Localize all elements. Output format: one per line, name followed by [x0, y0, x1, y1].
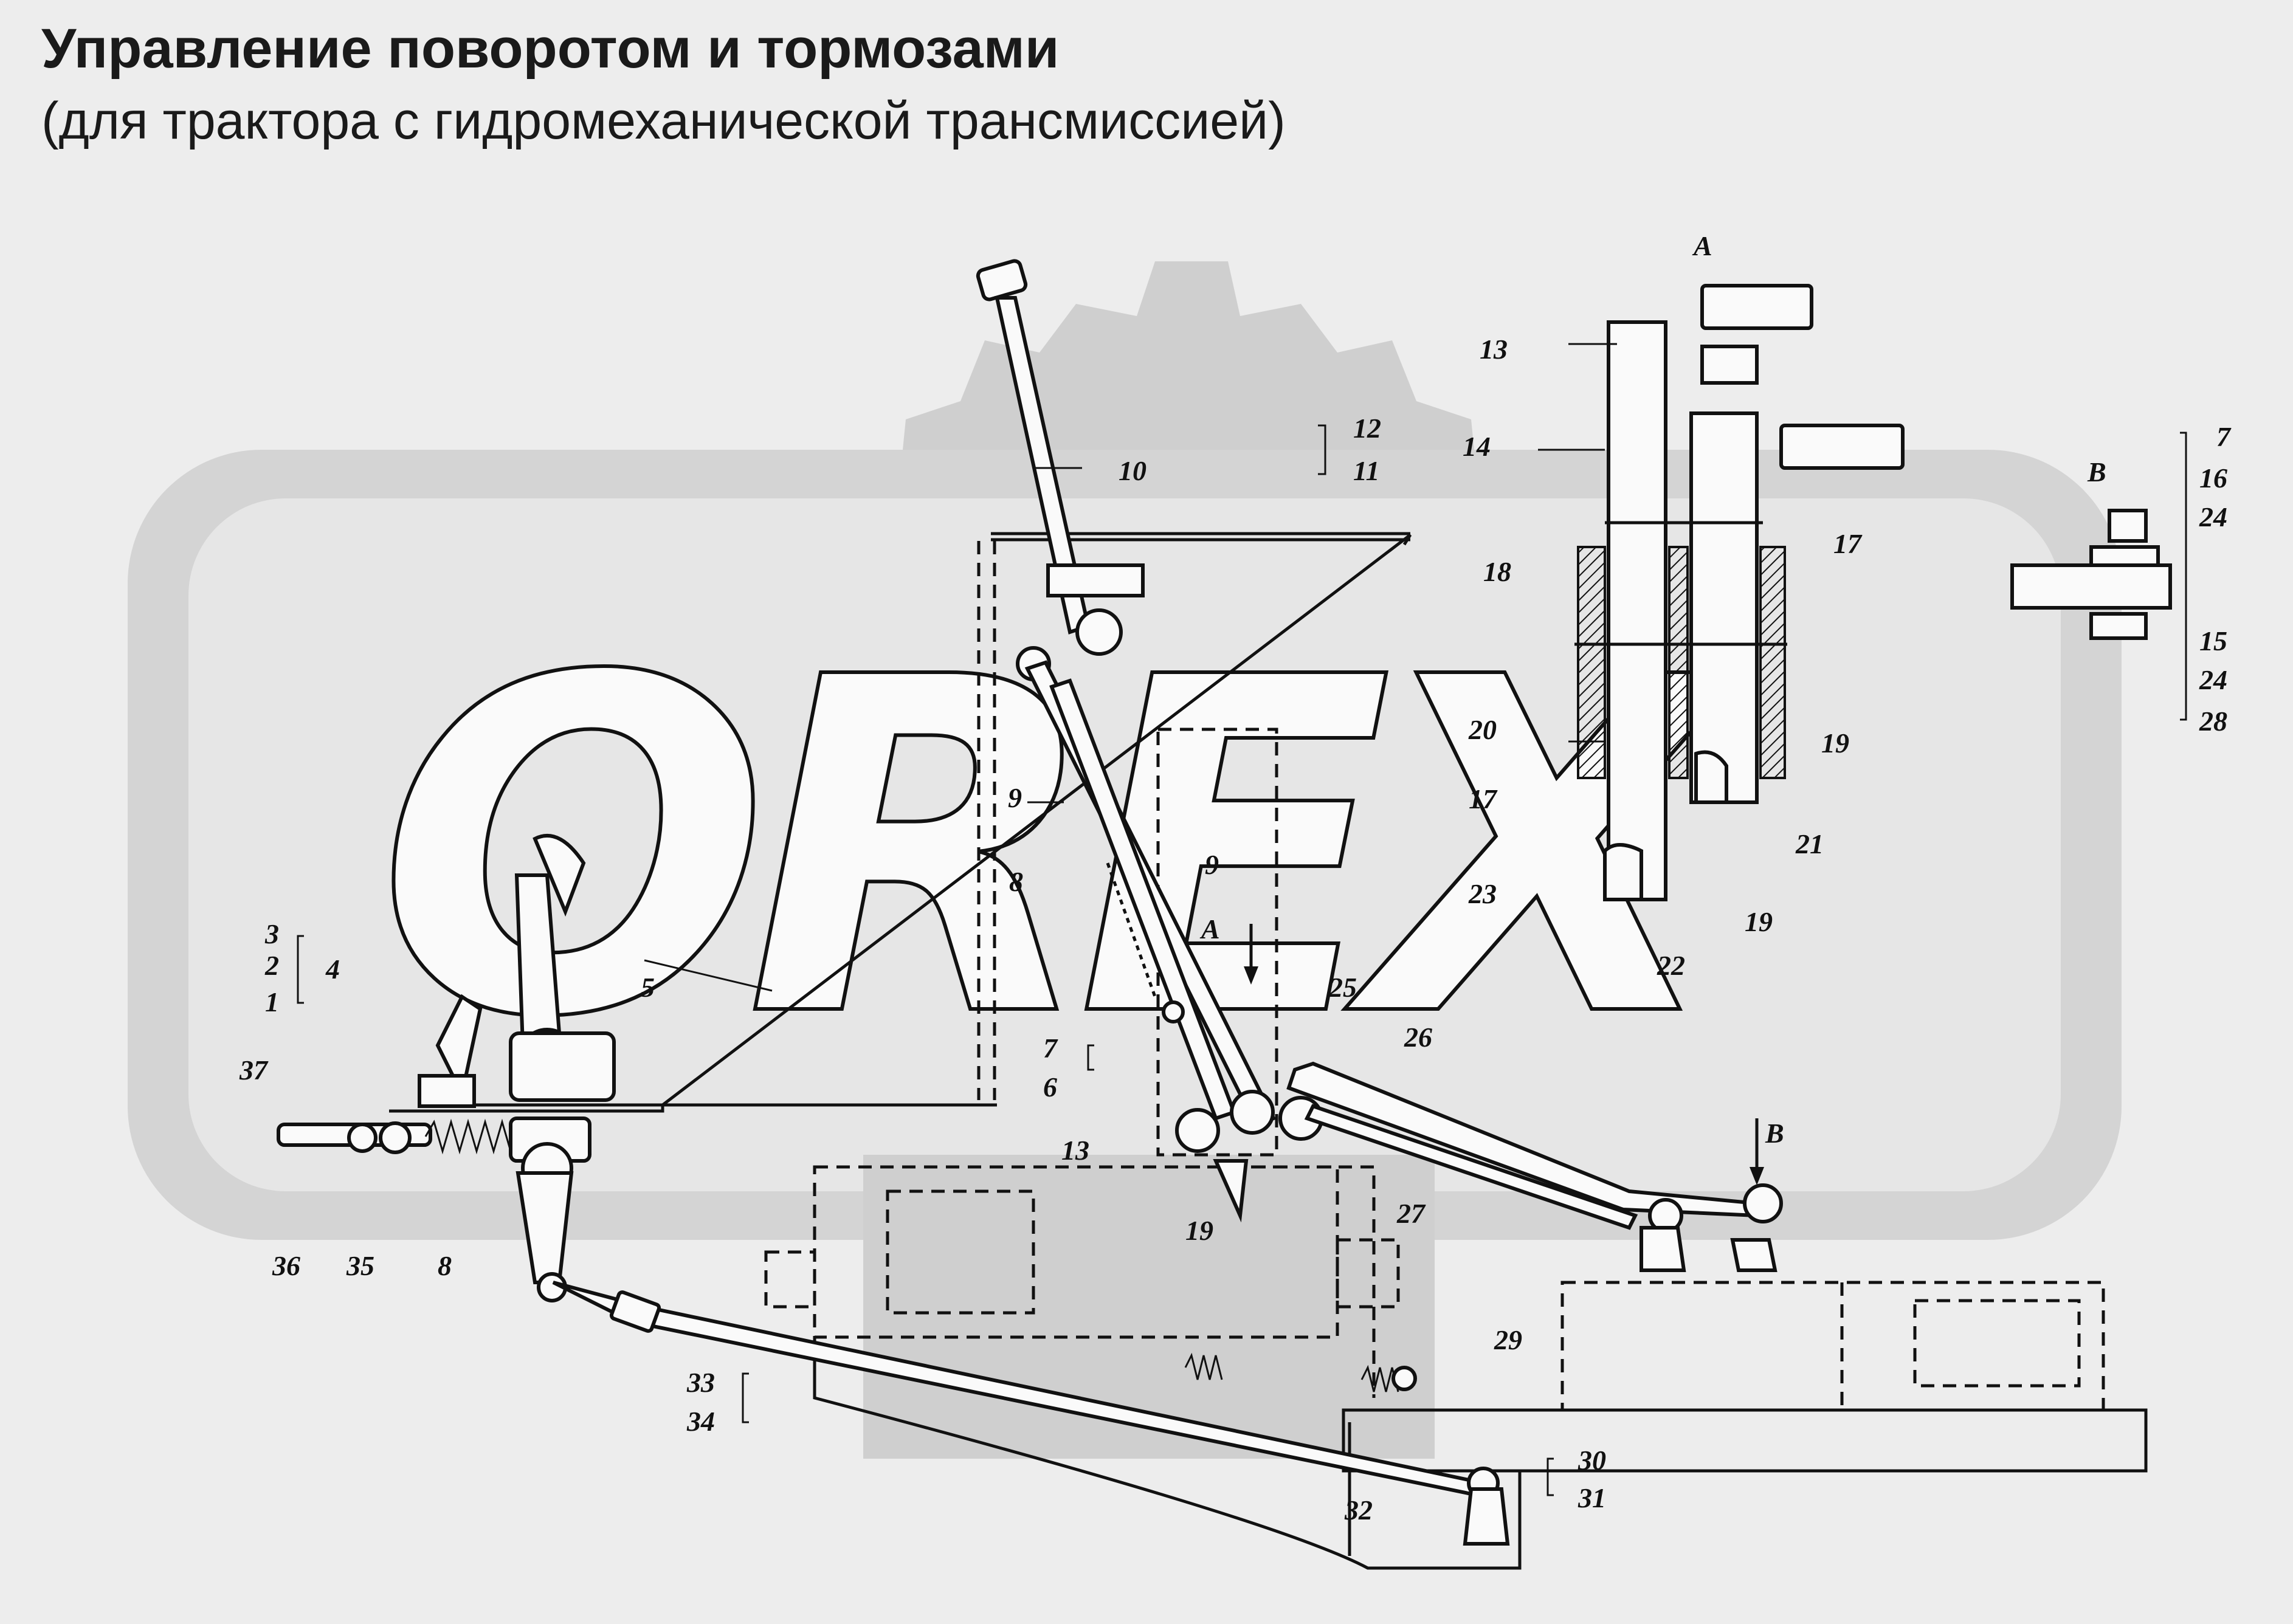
callout-22: 22 — [1657, 950, 1685, 981]
callout-21: 21 — [1795, 828, 1824, 859]
callout-30: 30 — [1578, 1445, 1606, 1476]
callout-24-top: 24 — [2199, 501, 2227, 532]
watermark: OREX — [128, 261, 2122, 1459]
callout-34: 34 — [686, 1406, 715, 1437]
section-b — [2010, 509, 2172, 640]
callout-brackets — [297, 343, 2187, 1496]
callout-19-mid: 19 — [1745, 906, 1773, 937]
brake-pedal — [418, 834, 616, 1108]
callout-19-bottom: 19 — [1185, 1215, 1213, 1246]
callout-17-mid: 17 — [1469, 783, 1498, 814]
callout-33: 33 — [686, 1367, 715, 1398]
callout-25: 25 — [1328, 972, 1357, 1003]
page-title: Управление поворотом и тормозами — [41, 18, 1060, 80]
callout-35: 35 — [346, 1250, 374, 1281]
callout-15: 15 — [2199, 625, 2227, 656]
callout-9-upper: 9 — [1008, 782, 1022, 813]
callout-1: 1 — [265, 986, 279, 1017]
callout-6: 6 — [1043, 1072, 1057, 1103]
arrow-a-head-icon — [1244, 966, 1258, 985]
callout-2: 2 — [264, 950, 279, 981]
callout-29: 29 — [1494, 1324, 1522, 1355]
callout-14: 14 — [1463, 431, 1491, 462]
callout-10: 10 — [1119, 455, 1146, 486]
arrow-b-head-icon — [1750, 1167, 1764, 1185]
callout-3: 3 — [264, 918, 279, 949]
cab-housing — [764, 541, 1400, 1398]
callout-labels: 3 2 1 4 5 37 36 35 8 33 34 32 30 31 29 2… — [239, 230, 2232, 1526]
callout-7-b: 7 — [2216, 421, 2232, 452]
callout-11: 11 — [1353, 455, 1379, 486]
callout-7: 7 — [1043, 1033, 1058, 1064]
view-arrows — [1244, 924, 1764, 1185]
callout-31: 31 — [1578, 1482, 1606, 1513]
page-subtitle: (для трактора с гидромеханической трансм… — [41, 92, 1286, 150]
view-b-label: B — [2087, 456, 2106, 487]
callout-26: 26 — [1404, 1022, 1432, 1053]
left-pull-rod — [277, 1116, 591, 1302]
callout-37: 37 — [239, 1055, 269, 1086]
callout-4: 4 — [325, 954, 340, 985]
watermark-text: OREX — [377, 581, 1743, 1118]
callout-12: 12 — [1353, 413, 1381, 444]
callout-36: 36 — [272, 1250, 300, 1281]
callout-13-bottom: 13 — [1061, 1135, 1089, 1166]
transmission-housing — [813, 1281, 2148, 1570]
right-rods — [1286, 1061, 1783, 1272]
callout-27: 27 — [1396, 1198, 1426, 1229]
view-a-label: A — [1692, 230, 1712, 261]
callout-5: 5 — [641, 972, 655, 1003]
callout-17-top: 17 — [1833, 528, 1863, 559]
callout-20: 20 — [1468, 714, 1497, 745]
callout-8-center: 8 — [1009, 866, 1023, 897]
callout-9-lower: 9 — [1205, 849, 1219, 880]
steering-lever — [976, 259, 1145, 656]
callout-18: 18 — [1483, 556, 1511, 587]
callout-28: 28 — [2199, 706, 2227, 737]
callout-13-top: 13 — [1480, 334, 1508, 365]
arrow-a-label: A — [1199, 913, 1220, 944]
callout-32: 32 — [1344, 1495, 1373, 1526]
lower-long-rod — [552, 1281, 1510, 1546]
callout-19-top: 19 — [1821, 728, 1849, 759]
callout-16: 16 — [2199, 463, 2227, 494]
section-a — [1574, 284, 1905, 901]
central-joint — [1175, 1090, 1417, 1392]
arrow-b-label: B — [1765, 1118, 1784, 1149]
callout-8-left: 8 — [438, 1250, 452, 1281]
callout-23: 23 — [1468, 878, 1497, 909]
callout-24-bottom: 24 — [2199, 664, 2227, 695]
